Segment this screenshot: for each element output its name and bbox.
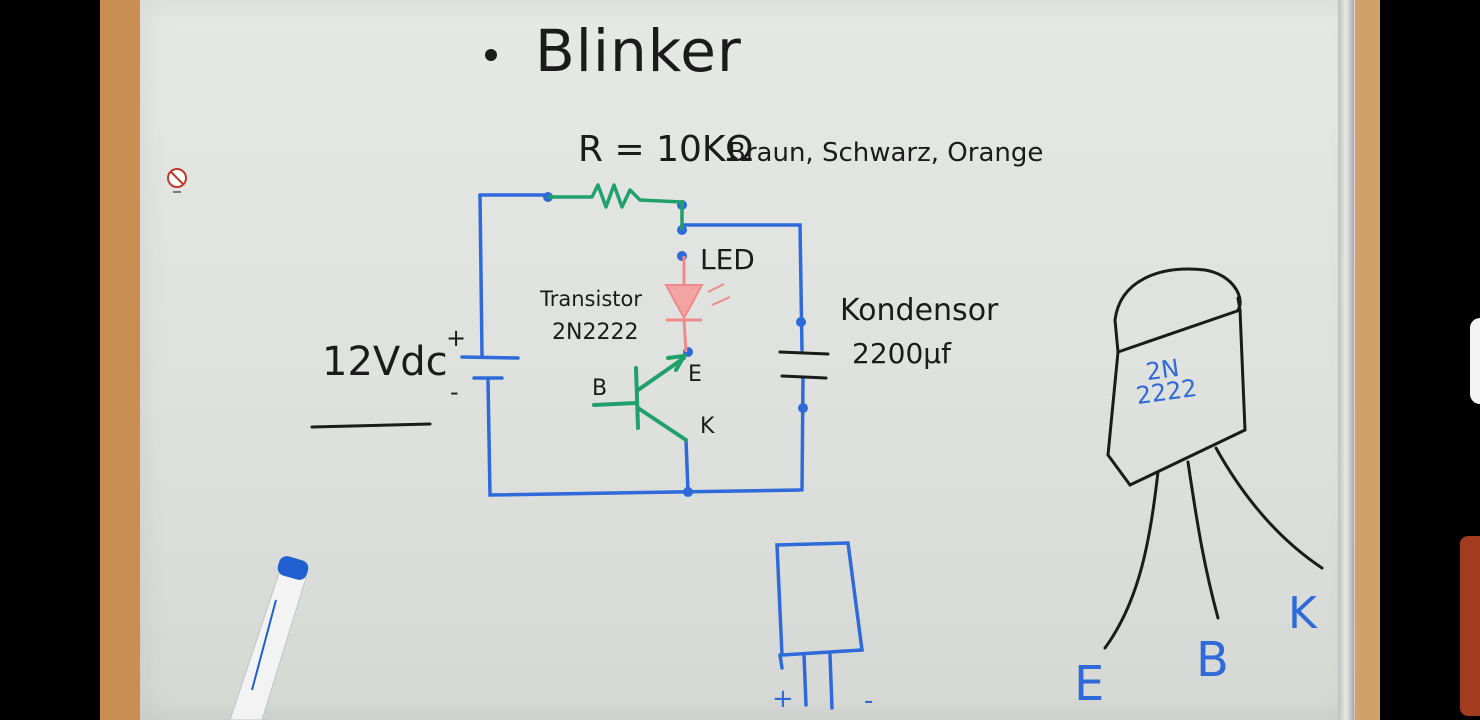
board-wood-edge (1355, 0, 1380, 720)
capacitor-package (775, 541, 864, 710)
emitter-label: E (688, 362, 702, 387)
voltage-label: 12Vdc (322, 339, 448, 385)
capacitor-value-label: 2200μf (852, 337, 951, 370)
transistor-label: Transistor (540, 287, 642, 311)
capacitor-symbol (778, 350, 830, 380)
pin-k-label: K (1288, 588, 1317, 639)
wire-left-upper (478, 193, 484, 357)
marker-pen (229, 556, 309, 720)
resistor-label: R = 10KΩ (578, 129, 753, 170)
wire-collector (684, 438, 690, 494)
voltage-underline (310, 422, 432, 429)
side-panel-tab[interactable] (1460, 536, 1480, 716)
battery-symbol (460, 355, 520, 380)
capacitor-label: Kondensor (840, 293, 999, 328)
side-bubble[interactable] (1470, 318, 1480, 404)
capacitor-pin-minus: - (864, 686, 874, 716)
whiteboard (140, 0, 1355, 720)
transistor-package (1103, 267, 1324, 650)
transistor-model-label: 2N2222 (552, 320, 639, 345)
capacitor-pin-plus: + (772, 684, 794, 714)
resistor-zigzag (548, 183, 684, 230)
wire-right-upper (680, 223, 804, 352)
base-label: B (592, 376, 608, 401)
title-bullet (485, 49, 497, 61)
pin-b-label: B (1196, 632, 1229, 688)
collector-label: K (700, 414, 715, 439)
battery-minus-sign: - (450, 378, 459, 406)
transistor-symbol (592, 353, 688, 442)
led-symbol (664, 256, 731, 353)
wiring (478, 193, 805, 497)
no-sign-icon (167, 168, 187, 193)
resistor-color-code: Braun, Schwarz, Orange (728, 138, 1044, 168)
battery-plus-sign: + (446, 324, 467, 352)
board-title: Blinker (535, 17, 742, 85)
pin-e-label: E (1074, 656, 1105, 712)
video-frame (100, 0, 1380, 720)
whiteboard-rim (1338, 0, 1354, 720)
wire-right-lower (800, 376, 805, 492)
wire-bottom (486, 378, 802, 497)
led-label: LED (700, 243, 755, 276)
